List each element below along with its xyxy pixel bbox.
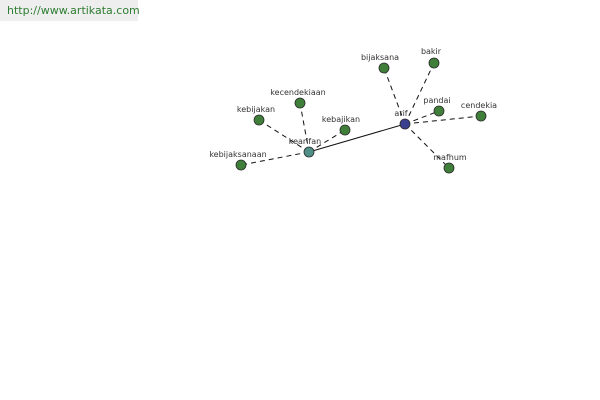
node-label-bijaksana: bijaksana bbox=[361, 53, 399, 62]
edge-arif-kearifan bbox=[308, 123, 406, 153]
node-pandai[interactable] bbox=[433, 105, 445, 117]
node-cendekia[interactable] bbox=[475, 110, 487, 122]
node-label-bakir: bakir bbox=[421, 47, 442, 56]
source-url-link[interactable]: http://www.artikata.com bbox=[0, 0, 140, 21]
node-label-mafhum: mafhum bbox=[433, 153, 467, 162]
node-label-kebijakan: kebijakan bbox=[237, 105, 275, 114]
node-kebijakan[interactable] bbox=[253, 114, 265, 126]
edge-kearifan-kebijakan bbox=[258, 119, 310, 153]
node-label-kearifan: kearifan bbox=[289, 137, 321, 146]
node-label-kebijaksanaan: kebijaksanaan bbox=[209, 150, 266, 159]
edge-arif-mafhum bbox=[404, 123, 450, 169]
edges-layer bbox=[240, 62, 482, 169]
node-kecendekiaan[interactable] bbox=[294, 97, 306, 109]
node-bakir[interactable] bbox=[428, 57, 440, 69]
node-label-arif: arif bbox=[394, 109, 407, 118]
node-bijaksana[interactable] bbox=[378, 62, 390, 74]
node-label-cendekia: cendekia bbox=[461, 101, 497, 110]
node-mafhum[interactable] bbox=[443, 162, 455, 174]
edge-arif-pandai bbox=[404, 110, 440, 125]
node-kearifan[interactable] bbox=[303, 146, 315, 158]
nodes-layer bbox=[235, 57, 487, 174]
edge-kearifan-kebijaksanaan bbox=[240, 151, 310, 166]
node-kebajikan[interactable] bbox=[339, 124, 351, 136]
node-label-kecendekiaan: kecendekiaan bbox=[270, 88, 325, 97]
edge-arif-cendekia bbox=[404, 115, 482, 125]
node-label-kebajikan: kebajikan bbox=[322, 115, 360, 124]
edge-kearifan-kebajikan bbox=[308, 129, 346, 153]
edge-arif-bijaksana bbox=[383, 67, 406, 125]
labels-layer: arif kearifan bijaksana bakir pandai cendekia… bbox=[209, 47, 497, 162]
edge-arif-bakir bbox=[404, 62, 435, 125]
node-kebijaksanaan[interactable] bbox=[235, 159, 247, 171]
node-arif[interactable] bbox=[399, 118, 411, 130]
node-label-pandai: pandai bbox=[423, 96, 450, 105]
